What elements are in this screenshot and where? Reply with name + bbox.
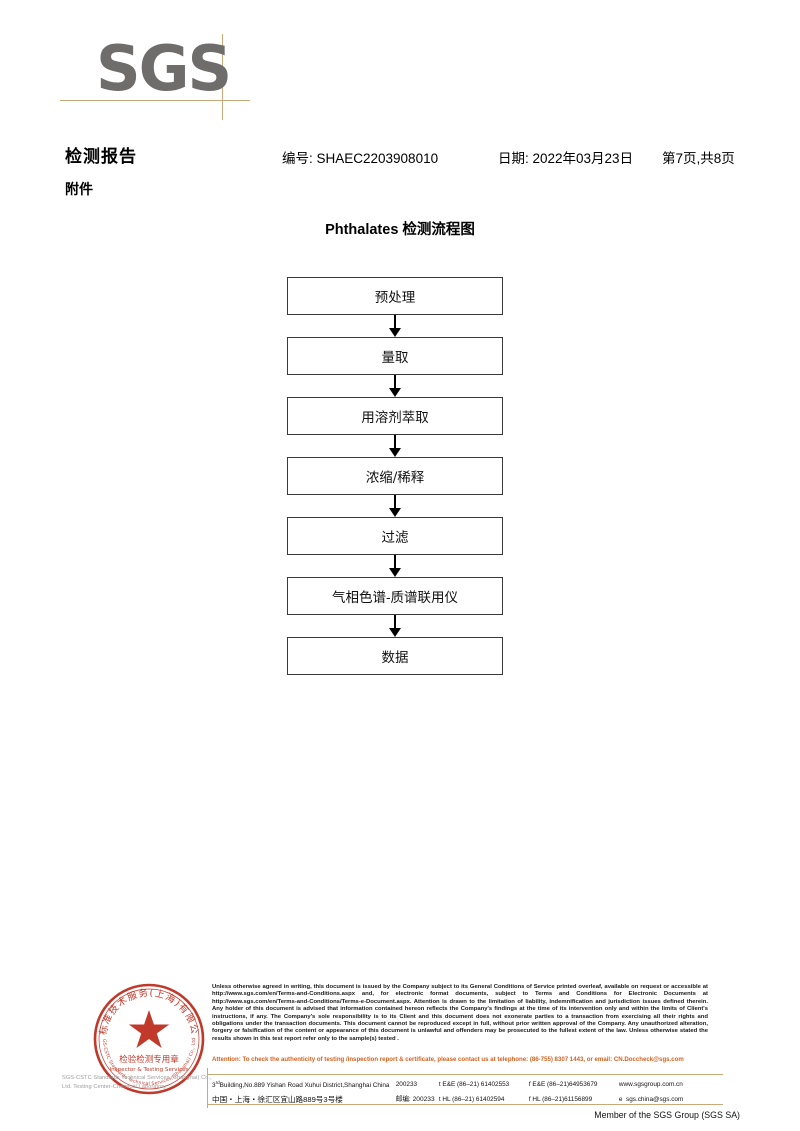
arrow-stem [394,315,396,331]
footer-vertical-divider [207,1068,208,1108]
flowchart: 预处理 量取 用溶剂萃取 浓缩/稀释 过滤 气相色谱-质谱联用仪 数据 [287,277,503,675]
footer-address-row-en: 3rdBuilding,No.889 Yishan Road Xuhui Dis… [212,1076,722,1093]
report-number: 编号: SHAEC2203908010 [282,151,439,166]
email-value: sgs.china@sgs.com [626,1096,684,1104]
flow-arrow-4 [287,495,503,517]
arrow-head-icon [389,388,401,397]
report-date: 日期: 2022年03月23日 [498,151,634,166]
arrow-head-icon [389,508,401,517]
flow-arrow-1 [287,315,503,337]
footer-attention-text: Attention: To check the authenticity of … [212,1056,684,1063]
arrow-stem [394,615,396,631]
logo-vertical-rule [222,34,223,120]
page-subtitle-attachment: 附件 [65,181,93,197]
sgs-logo: SGS [60,32,250,120]
footer-legal-text: Unless otherwise agreed in writing, this… [212,984,708,1042]
flow-arrow-3 [287,435,503,457]
flow-arrow-6 [287,615,503,637]
flow-step-3: 用溶剂萃取 [287,397,503,435]
address-cn: 中国・上海・徐汇区宜山路889号3号楼 [212,1095,343,1105]
flow-box-solvent-extraction: 用溶剂萃取 [287,397,503,435]
svg-text:Inspector & Testing Services: Inspector & Testing Services [109,1067,188,1073]
zip-cn-value: 200233 [412,1096,435,1104]
laboratory-caption: SGS-CSTC Standards Technical Services (S… [62,1075,212,1090]
flow-step-6: 气相色谱-质谱联用仪 [287,577,503,615]
svg-text:检验检测专用章: 检验检测专用章 [119,1054,179,1065]
address-en-main: Building,No.889 Yishan Road Xuhui Distri… [219,1082,390,1090]
flow-box-filtration: 过滤 [287,517,503,555]
arrow-head-icon [389,328,401,337]
zip-cn: 邮编: 200233 [396,1093,439,1107]
logo-horizontal-rule [60,100,250,101]
flow-box-pretreatment: 预处理 [287,277,503,315]
company-seal-stamp: 国标准技术服务(上海)有限公司 SGS-CSTC Standards Techn… [92,982,206,1096]
fax-ee: f E&E (86–21)64953679 [528,1080,598,1088]
email-link[interactable]: e sgs.china@sgs.com [619,1093,722,1107]
flow-box-gc-ms: 气相色谱-质谱联用仪 [287,577,503,615]
zip-en: 200233 [395,1080,418,1088]
page-indicator: 第7页,共8页 [662,151,735,166]
flow-step-5: 过滤 [287,517,503,555]
fax-hl: f HL (86–21)61156899 [528,1096,593,1104]
flow-arrow-2 [287,375,503,397]
arrow-stem [394,435,396,451]
arrow-stem [394,495,396,511]
arrow-head-icon [389,628,401,637]
footer-member-text: Member of the SGS Group (SGS SA) [594,1110,740,1120]
footer-divider-top [207,1074,723,1075]
sgs-logo-text: SGS [96,32,232,105]
page-title: 检测报告 [65,147,137,166]
website-link[interactable]: www.sgsgroup.com.cn [618,1080,683,1088]
telephone-hl: t HL (86–21) 61402594 [438,1096,505,1104]
flow-step-1: 预处理 [287,277,503,315]
flow-step-4: 浓缩/稀释 [287,457,503,495]
flowchart-title: Phthalates 检测流程图 [325,222,475,238]
arrow-stem [394,375,396,391]
footer-address-block: 3rdBuilding,No.889 Yishan Road Xuhui Dis… [212,1076,722,1107]
flow-box-measure: 量取 [287,337,503,375]
zip-cn-label: 邮编: [395,1096,411,1104]
flow-step-2: 量取 [287,337,503,375]
arrow-stem [394,555,396,571]
address-en-prefix: 3 [212,1082,216,1090]
flow-step-7: 数据 [287,637,503,675]
flow-box-concentration-dilution: 浓缩/稀释 [287,457,503,495]
telephone-ee: t E&E (86–21) 61402553 [438,1080,510,1088]
email-prefix: e [618,1096,623,1104]
flow-box-data: 数据 [287,637,503,675]
arrow-head-icon [389,568,401,577]
footer-divider-bottom [207,1104,723,1105]
flow-arrow-5 [287,555,503,577]
footer-address-row-cn: 中国・上海・徐汇区宜山路889号3号楼 邮编: 200233 t HL (86–… [212,1093,722,1107]
address-en: 3rdBuilding,No.889 Yishan Road Xuhui Dis… [212,1076,396,1093]
address-en-superscript: rd [215,1080,220,1085]
arrow-head-icon [389,448,401,457]
